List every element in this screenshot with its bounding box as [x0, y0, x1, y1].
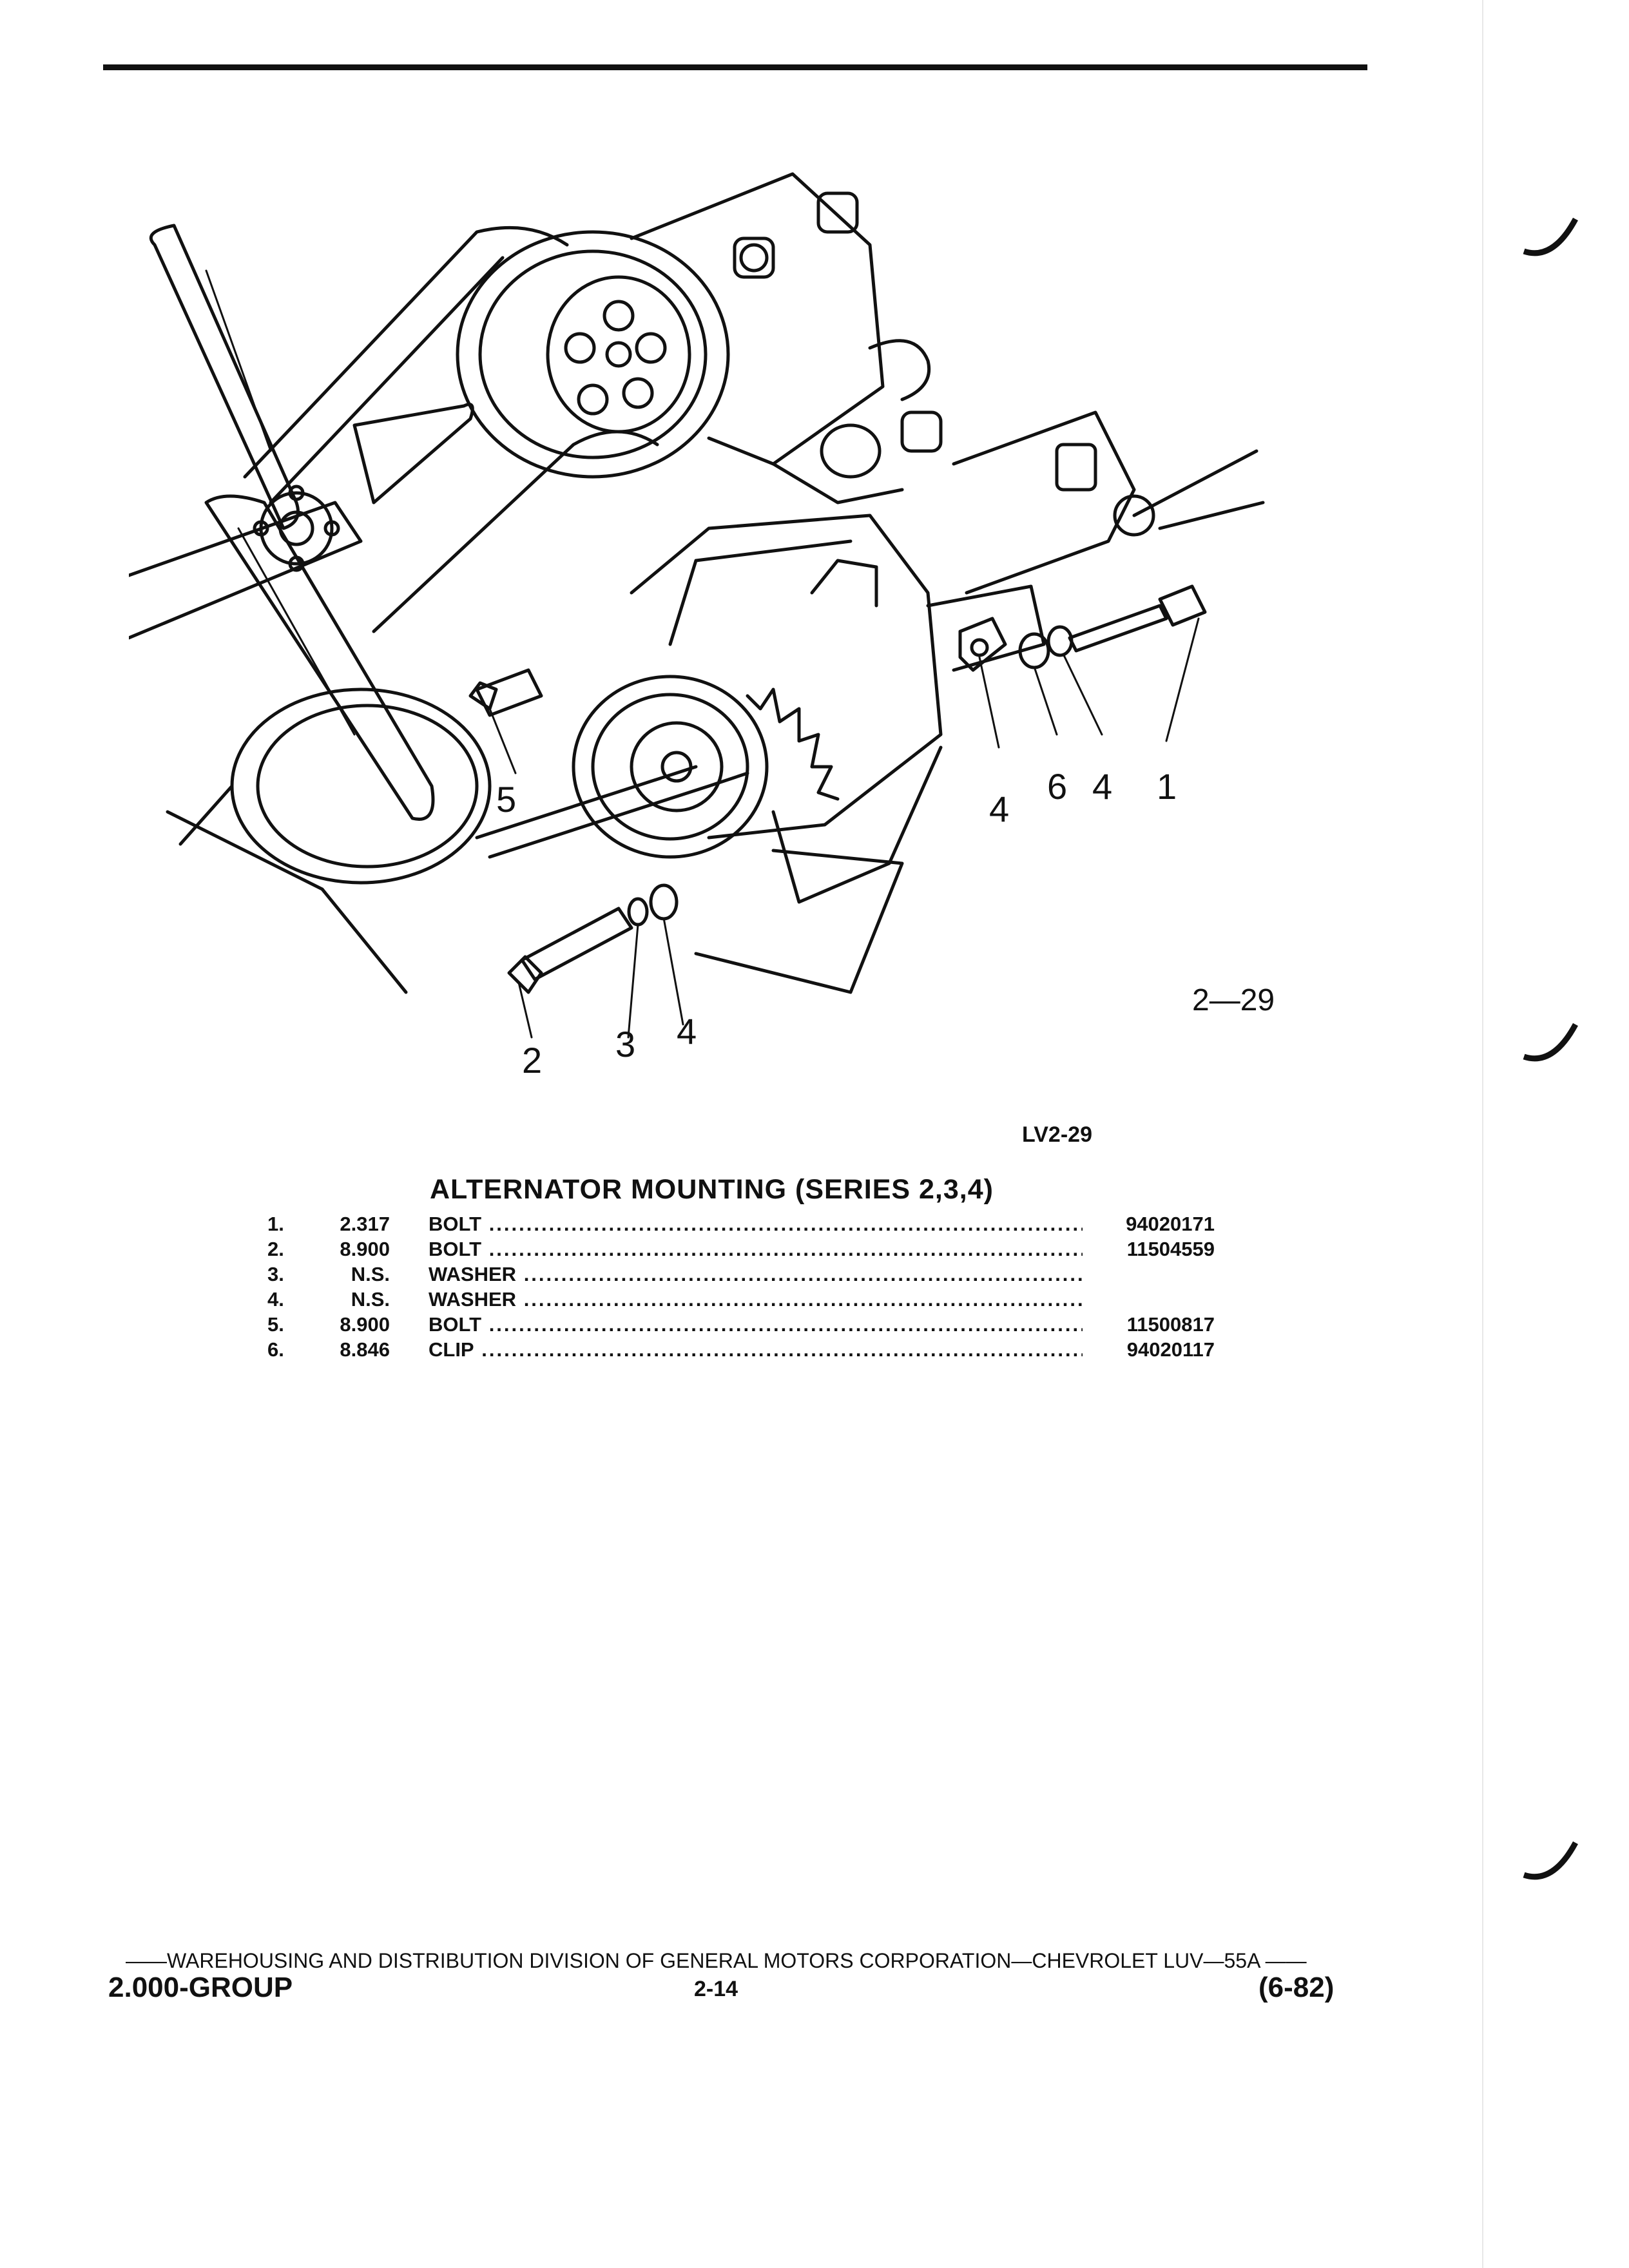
clip-part-6 — [958, 617, 1007, 672]
parts-row: 4. N.S. WASHER ...........................… — [267, 1287, 1215, 1312]
part-group-number: N.S. — [351, 1263, 390, 1285]
part-description: CLIP — [429, 1338, 474, 1361]
bolt-part-5 — [468, 668, 543, 717]
callout-5: 5 — [496, 779, 516, 820]
dot-leader: ........................................… — [488, 1313, 1083, 1336]
dot-leader: ........................................… — [488, 1238, 1083, 1260]
part-description: BOLT — [429, 1213, 482, 1235]
mounting-bracket — [166, 410, 1265, 994]
water-pump-pulley — [456, 230, 730, 479]
bolt-part-1 — [1068, 584, 1207, 653]
dot-leader: ........................................… — [481, 1338, 1083, 1361]
dot-leader: ........................................… — [488, 1213, 1083, 1235]
part-group-number: N.S. — [351, 1288, 390, 1311]
part-description-cell: WASHER .................................… — [429, 1262, 1083, 1287]
part-index: 3. — [267, 1263, 284, 1285]
figure-number: 2—29 — [1192, 983, 1275, 1017]
part-description-cell: BOLT ...................................… — [429, 1211, 1083, 1236]
parts-row: 6. 8.846 CLIP ............................… — [267, 1337, 1215, 1362]
part-description: WASHER — [429, 1263, 517, 1285]
parts-row: 3. N.S. WASHER ...........................… — [267, 1262, 1215, 1287]
part-description: BOLT — [429, 1313, 482, 1336]
footer-date: (6-82) — [1258, 1972, 1335, 2003]
part-description-cell: BOLT ...................................… — [429, 1236, 1083, 1262]
fan-assembly — [129, 224, 474, 821]
alternator — [572, 514, 1046, 904]
callout-4-right: 6 — [1047, 766, 1067, 807]
part-number — [1083, 1287, 1215, 1312]
part-group-number: 8.900 — [340, 1238, 390, 1260]
callout-labels: 1 4 6 4 5 2 3 4 — [496, 766, 1177, 1081]
header-rule — [103, 64, 1367, 70]
bolt-part-2 — [507, 907, 633, 994]
part-index: 5. — [267, 1313, 284, 1336]
part-number — [1083, 1262, 1215, 1287]
binder-mark-bottom — [1523, 1841, 1578, 1880]
leader-lines — [488, 617, 1200, 1039]
crankshaft-pulley — [178, 687, 492, 885]
part-description: WASHER — [429, 1288, 517, 1311]
footer-page-number: 2-14 — [694, 1977, 738, 2001]
alternator-mounting-illustration: 1 4 6 4 5 2 3 4 — [129, 172, 1265, 1081]
part-index: 6. — [267, 1338, 284, 1361]
dot-leader: ........................................… — [523, 1288, 1083, 1311]
callout-1: 1 — [1157, 766, 1177, 807]
callout-4-lower: 4 — [677, 1011, 697, 1052]
part-number: 94020171 — [1126, 1213, 1215, 1235]
part-group-number: 8.900 — [340, 1313, 390, 1336]
washer-part-3-lower — [627, 897, 649, 927]
part-description-cell: CLIP ...................................… — [429, 1337, 1083, 1362]
washer-part-3-right — [1046, 625, 1074, 657]
callout-6: 4 — [989, 789, 1009, 829]
part-description-cell: BOLT ...................................… — [429, 1312, 1083, 1337]
callout-3-right: 4 — [1092, 766, 1112, 807]
parts-row: 5. 8.900 BOLT ............................… — [267, 1312, 1215, 1337]
water-pump-housing — [630, 172, 943, 505]
footer-group: 2.000-GROUP — [108, 1972, 293, 2003]
page-edge-shadow — [1482, 0, 1483, 2268]
callout-2: 2 — [522, 1040, 542, 1081]
part-index: 4. — [267, 1288, 284, 1311]
drive-belt — [243, 226, 749, 859]
part-number: 94020117 — [1126, 1338, 1215, 1361]
part-group-number: 2.317 — [340, 1213, 390, 1235]
part-description: BOLT — [429, 1238, 482, 1260]
part-group-number: 8.846 — [340, 1338, 390, 1361]
footer-publisher-line: ——WAREHOUSING AND DISTRIBUTION DIVISION … — [126, 1949, 1307, 1972]
section-title: ALTERNATOR MOUNTING (SERIES 2,3,4) — [430, 1174, 994, 1205]
binder-mark-middle — [1523, 1023, 1578, 1062]
dot-leader: ........................................… — [523, 1263, 1083, 1285]
callout-3-lower: 3 — [615, 1024, 635, 1064]
parts-row: 1. 2.317 BOLT ............................… — [267, 1211, 1215, 1236]
part-index: 1. — [267, 1213, 284, 1235]
part-number: 11500817 — [1126, 1313, 1215, 1336]
washer-part-4-lower — [649, 883, 679, 921]
part-description-cell: WASHER .................................… — [429, 1287, 1083, 1312]
part-number: 11504559 — [1126, 1238, 1215, 1260]
figure-code: LV2-29 — [1022, 1122, 1092, 1147]
binder-mark-top — [1523, 217, 1578, 256]
part-index: 2. — [267, 1238, 284, 1260]
parts-row: 2. 8.900 BOLT ............................… — [267, 1236, 1215, 1262]
